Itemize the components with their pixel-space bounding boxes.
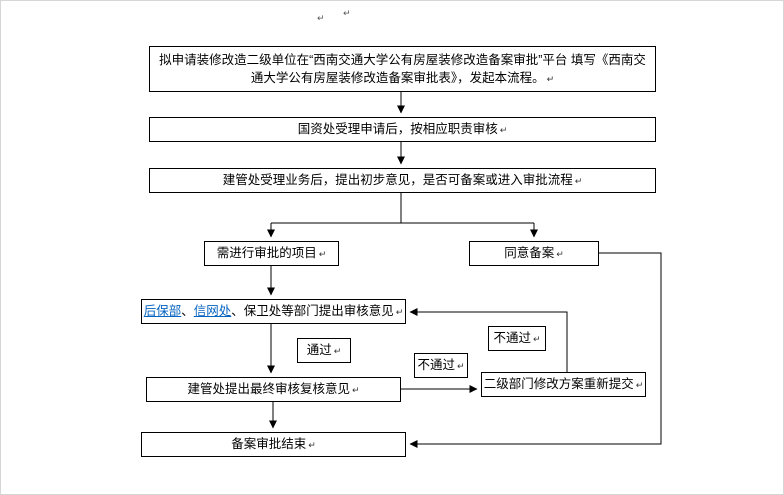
node-end: 备案审批结束↵ (141, 432, 406, 457)
label-pass-text: 通过 (306, 343, 332, 358)
node-need-approval: 需进行审批的项目↵ (204, 241, 339, 266)
node-start-label: 拟申请装修改造二级单位在“西南交通大学公有房屋装修改造备案审批”平台 填写《西南… (159, 52, 646, 85)
node-asset-office-label: 国资处受理申请后，按相应职责审核 (297, 122, 498, 137)
line-break-mark: ↵ (635, 380, 644, 391)
node-need-approval-label: 需进行审批的项目 (216, 246, 317, 261)
line-break-mark: ↵ (333, 346, 342, 357)
node-asset-office: 国资处受理申请后，按相应职责审核↵ (149, 117, 656, 142)
node-dept-review-label: 、保卫处等部门提出审核意见 (231, 304, 394, 319)
node-resubmit-label: 二级部门修改方案重新提交 (483, 377, 634, 392)
line-break-mark: ↵ (532, 334, 541, 345)
node-initial-opinion: 建管处受理业务后，提出初步意见，是否可备案或进入审批流程↵ (149, 168, 656, 193)
line-break-mark: ↵ (395, 307, 404, 318)
node-final-review-label: 建管处提出最终审核复核意见 (187, 382, 350, 397)
node-end-label: 备案审批结束 (231, 437, 307, 452)
node-start: 拟申请装修改造二级单位在“西南交通大学公有房屋装修改造备案审批”平台 填写《西南… (149, 46, 656, 92)
dept-review-separator: 、 (181, 304, 194, 319)
label-fail-final: 不通过↵ (414, 353, 468, 378)
line-break-mark: ↵ (556, 249, 564, 260)
line-break-mark: ↵ (308, 440, 316, 451)
node-initial-opinion-label: 建管处受理业务后，提出初步意见，是否可备案或进入审批流程 (222, 173, 573, 188)
line-break-mark: ↵ (574, 176, 583, 187)
formatting-mark: ↵ (343, 8, 351, 18)
formatting-mark: ↵ (317, 13, 325, 23)
line-break-mark: ↵ (499, 125, 508, 136)
label-fail-review-text: 不通过 (493, 331, 531, 346)
label-pass: 通过↵ (297, 338, 351, 363)
link-xinwangchu[interactable]: 信网处 (193, 304, 232, 319)
line-break-mark: ↵ (546, 74, 555, 84)
label-fail-final-text: 不通过 (417, 358, 455, 373)
node-dept-review: 后保部、信网处、保卫处等部门提出审核意见↵ (141, 299, 406, 324)
link-houbaobu[interactable]: 后保部 (143, 304, 182, 319)
node-agree-filing: 同意备案↵ (469, 241, 599, 266)
line-break-mark: ↵ (318, 249, 327, 260)
node-resubmit: 二级部门修改方案重新提交↵ (481, 372, 646, 397)
node-agree-filing-label: 同意备案 (504, 246, 555, 261)
line-break-mark: ↵ (456, 361, 465, 372)
line-break-mark: ↵ (351, 385, 360, 396)
node-final-review: 建管处提出最终审核复核意见↵ (146, 377, 401, 402)
label-fail-review: 不通过↵ (488, 326, 546, 351)
